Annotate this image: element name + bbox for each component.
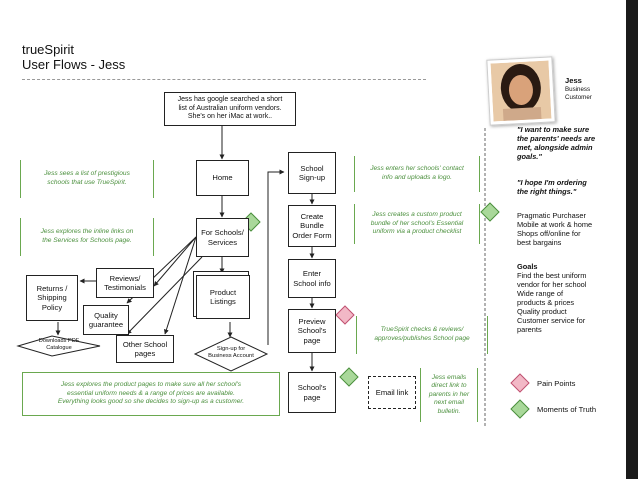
persona-photo (486, 56, 556, 126)
returns-box[interactable]: Returns / Shipping Policy (26, 275, 78, 321)
page-title: User Flows - Jess (22, 57, 126, 72)
pain-point-diamond (510, 373, 530, 393)
note-school-contact: Jess enters her schools' contact info an… (354, 156, 480, 192)
quality-box[interactable]: Quality guarantee (83, 305, 129, 335)
signup-business-label[interactable]: Sign-up for Business Account (208, 346, 254, 359)
downloads-shape (16, 335, 101, 357)
other-schools-box[interactable]: Other School pages (116, 335, 174, 363)
create-bundle-box[interactable]: Create Bundle Order Form (288, 205, 336, 247)
note-emails-parents: Jess emails direct link to parents in he… (420, 368, 478, 422)
legend-moments-of-truth: Moments of Truth (537, 405, 597, 414)
for-schools-box[interactable]: For Schools/ Services (196, 218, 249, 257)
note-inline-links: Jess explores the inline links on the Se… (20, 218, 154, 256)
moment-of-truth-diamond (339, 367, 359, 387)
pain-point-diamond (335, 305, 355, 325)
legend-pain-points: Pain Points (537, 379, 576, 388)
note-checks-reviews: TrueSpirit checks & reviews/ approves/pu… (356, 316, 488, 354)
persona-quote-1: "I want to make sure the parents' needs … (517, 125, 596, 162)
school-signup-box[interactable]: School Sign-up (288, 152, 336, 194)
persona-role: Business Customer (565, 86, 592, 102)
signup-decision-shape (193, 336, 269, 372)
note-custom-bundle: Jess creates a custom product bundle of … (354, 204, 480, 244)
goals-title: Goals (517, 262, 538, 271)
schools-page-box[interactable]: School's page (288, 372, 336, 413)
persona-quote-2: "I hope I'm ordering the right things." (517, 178, 587, 197)
dark-side-bar (626, 0, 638, 479)
enter-school-info-box[interactable]: Enter School info (288, 259, 336, 298)
email-link-box[interactable]: Email link (368, 376, 416, 409)
intro-box: Jess has google searched a short list of… (164, 92, 296, 126)
note-prestigious-schools: Jess sees a list of prestigious schools … (20, 160, 154, 198)
reviews-box[interactable]: Reviews/ Testimonials (96, 268, 154, 298)
header-divider (22, 79, 426, 80)
preview-school-page-box[interactable]: Preview School's page (288, 309, 336, 353)
app-title: trueSpirit (22, 42, 75, 57)
home-box[interactable]: Home (196, 160, 249, 196)
persona-traits: Pragmatic Purchaser Mobile at work & hom… (517, 211, 593, 248)
product-listings-box[interactable]: Product Listings (196, 275, 250, 319)
note-product-pages: Jess explores the product pages to make … (22, 372, 280, 416)
persona-name: Jess (565, 76, 582, 85)
moment-of-truth-diamond (510, 399, 530, 419)
moment-of-truth-diamond (480, 202, 500, 222)
goals-list: Find the best uniform vendor for her sch… (517, 271, 587, 335)
downloads-label[interactable]: Downloads PDF Catalogue (38, 338, 80, 351)
